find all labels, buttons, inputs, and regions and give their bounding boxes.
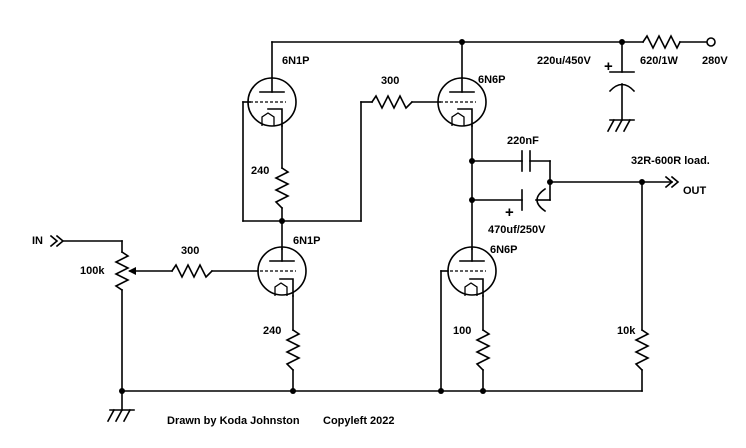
capacitor-film bbox=[521, 150, 531, 172]
tube-v1 bbox=[247, 77, 297, 127]
resistor-cathode-v3 bbox=[285, 328, 301, 372]
label-resistor-grid-v3: 300 bbox=[181, 245, 199, 257]
tube-v2 bbox=[437, 77, 487, 127]
label-capacitor-film: 220nF bbox=[507, 135, 539, 147]
resistor-cathode-v4 bbox=[475, 328, 491, 372]
label-resistor-cathode-v3: 240 bbox=[263, 325, 281, 337]
credit-license: Copyleft 2022 bbox=[323, 415, 395, 427]
resistor-supply bbox=[641, 34, 682, 50]
label-capacitor-electrolytic: 470uf/250V bbox=[488, 224, 546, 236]
label-resistor-cathode-v4: 100 bbox=[453, 325, 471, 337]
label-supply-voltage: 280V bbox=[702, 55, 728, 67]
label-resistor-cathode-v1: 240 bbox=[251, 165, 269, 177]
label-capacitor-supply: 220u/450V bbox=[537, 55, 591, 67]
label-tube-v3: 6N1P bbox=[293, 235, 321, 247]
label-resistor-grid-top: 300 bbox=[381, 75, 399, 87]
label-resistor-supply: 620/1W bbox=[640, 55, 679, 67]
capacitor-supply bbox=[608, 71, 636, 93]
label-plus-supply: + bbox=[604, 58, 613, 75]
label-output: OUT bbox=[683, 185, 707, 197]
tube-v4 bbox=[447, 246, 497, 297]
label-tube-v2: 6N6P bbox=[478, 74, 506, 86]
credit-author: Drawn by Koda Johnston bbox=[167, 415, 300, 427]
input-arrow bbox=[49, 234, 65, 248]
potentiometer bbox=[114, 250, 136, 292]
resistor-grid-v3 bbox=[170, 263, 214, 279]
label-resistor-output: 10k bbox=[617, 325, 636, 337]
junction-dots bbox=[119, 39, 645, 394]
output-arrow bbox=[664, 175, 680, 189]
supply-terminal bbox=[706, 37, 716, 47]
label-tube-v1: 6N1P bbox=[282, 55, 310, 67]
label-input: IN bbox=[32, 235, 43, 247]
resistor-output bbox=[634, 328, 650, 372]
ground-symbol bbox=[106, 408, 135, 423]
label-plus-electrolytic: + bbox=[505, 204, 514, 221]
capacitor-electrolytic bbox=[521, 187, 547, 213]
label-load-note: 32R-600R load. bbox=[631, 155, 710, 167]
resistor-cathode-v1 bbox=[274, 166, 290, 210]
resistor-grid-top bbox=[370, 94, 414, 110]
wires bbox=[63, 41, 709, 411]
label-potentiometer: 100k bbox=[80, 265, 105, 277]
ground-symbol-supply bbox=[606, 118, 635, 133]
tube-v3 bbox=[257, 246, 307, 297]
label-tube-v4: 6N6P bbox=[490, 244, 518, 256]
